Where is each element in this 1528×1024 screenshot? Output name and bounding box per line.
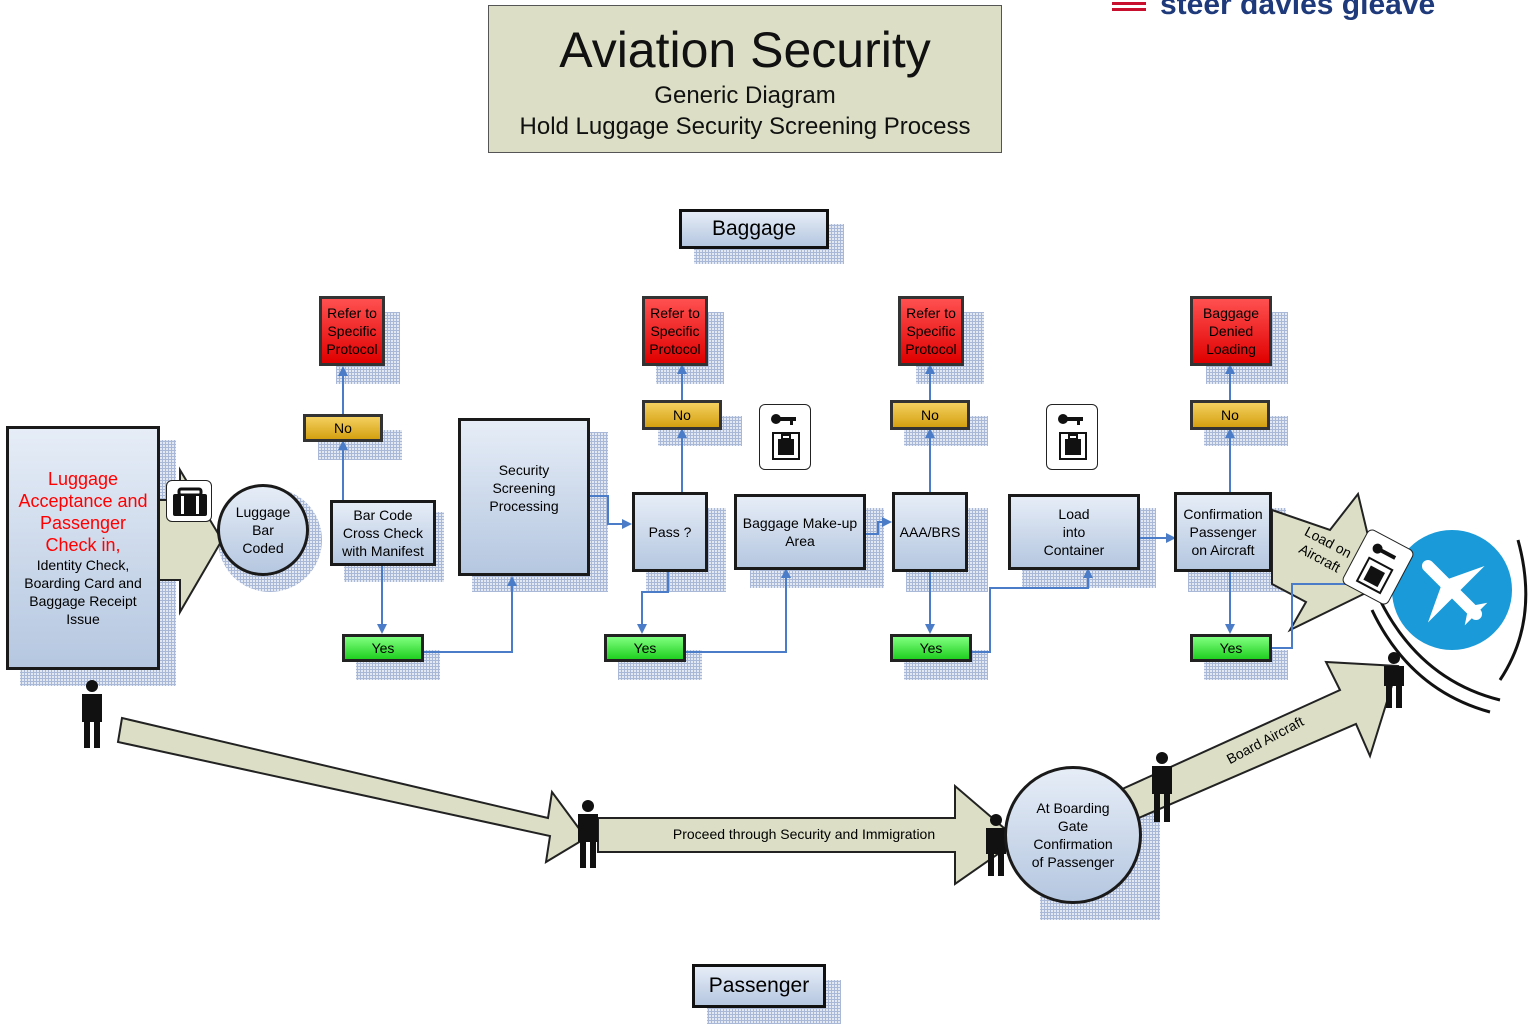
key-baggage-icon: [1046, 404, 1098, 470]
lane-label-baggage: Baggage: [679, 209, 829, 249]
person-icon: [1152, 752, 1172, 822]
refer-protocol-2: Refer to Specific Protocol: [642, 296, 708, 366]
briefcase-icon: [166, 480, 212, 522]
aaa-brs-node: AAA/BRS: [892, 492, 968, 572]
yes-box-3: Yes: [890, 634, 972, 662]
proceed-label: Proceed through Security and Immigration: [672, 826, 936, 842]
refer-protocol-1: Refer to Specific Protocol: [319, 296, 385, 366]
diagram-title: Aviation Security: [559, 22, 931, 78]
passenger-arrow-1: [116, 716, 588, 864]
no-box-2: No: [642, 400, 722, 430]
no-box-1: No: [303, 414, 383, 442]
person-icon: [578, 800, 598, 868]
company-logo: steer davies gleave: [1160, 0, 1436, 21]
checkin-title: Luggage Acceptance and Passenger Check i…: [18, 469, 148, 555]
connector-layer: [338, 364, 1356, 653]
checkin-detail: Identity Check, Boarding Card and Baggag…: [24, 557, 142, 627]
title-block: Aviation Security Generic Diagram Hold L…: [488, 5, 1002, 153]
key-baggage-icon: [1340, 527, 1416, 607]
person-icon: [82, 680, 102, 748]
no-box-4: No: [1190, 400, 1270, 430]
proceed-arrow: [597, 783, 1020, 886]
lane-label-passenger: Passenger: [692, 964, 826, 1008]
no-box-3: No: [890, 400, 970, 430]
load-container-node: Load into Container: [1008, 494, 1140, 570]
person-icon: [1384, 652, 1404, 708]
yes-box-2: Yes: [604, 634, 686, 662]
yes-box-1: Yes: [342, 634, 424, 662]
makeup-area-node: Baggage Make-up Area: [734, 494, 866, 570]
security-screening-node: Security Screening Processing: [458, 418, 590, 576]
aircraft-icon: [1370, 530, 1528, 714]
diagram-subtitle-process: Hold Luggage Security Screening Process: [519, 113, 971, 140]
logo-mark-icon: [1112, 2, 1146, 11]
checkin-node: Luggage Acceptance and Passenger Check i…: [6, 426, 160, 670]
yes-box-4: Yes: [1190, 634, 1272, 662]
diagram-subtitle: Generic Diagram: [654, 82, 836, 109]
key-baggage-icon: [759, 404, 811, 470]
refer-protocol-3: Refer to Specific Protocol: [898, 296, 964, 366]
luggage-bar-coded-node: Luggage Bar Coded: [217, 484, 309, 576]
baggage-denied-box: Baggage Denied Loading: [1190, 296, 1272, 366]
load-aircraft-arrow: [1271, 491, 1382, 633]
board-aircraft-arrow: [1118, 660, 1400, 822]
bar-code-check-node: Bar Code Cross Check with Manifest: [330, 500, 436, 566]
pass-decision-node: Pass ?: [632, 492, 708, 572]
boarding-gate-node: At Boarding Gate Confirmation of Passeng…: [1004, 766, 1142, 904]
person-icon: [986, 814, 1006, 876]
confirm-passenger-node: Confirmation Passenger on Aircraft: [1174, 492, 1272, 572]
